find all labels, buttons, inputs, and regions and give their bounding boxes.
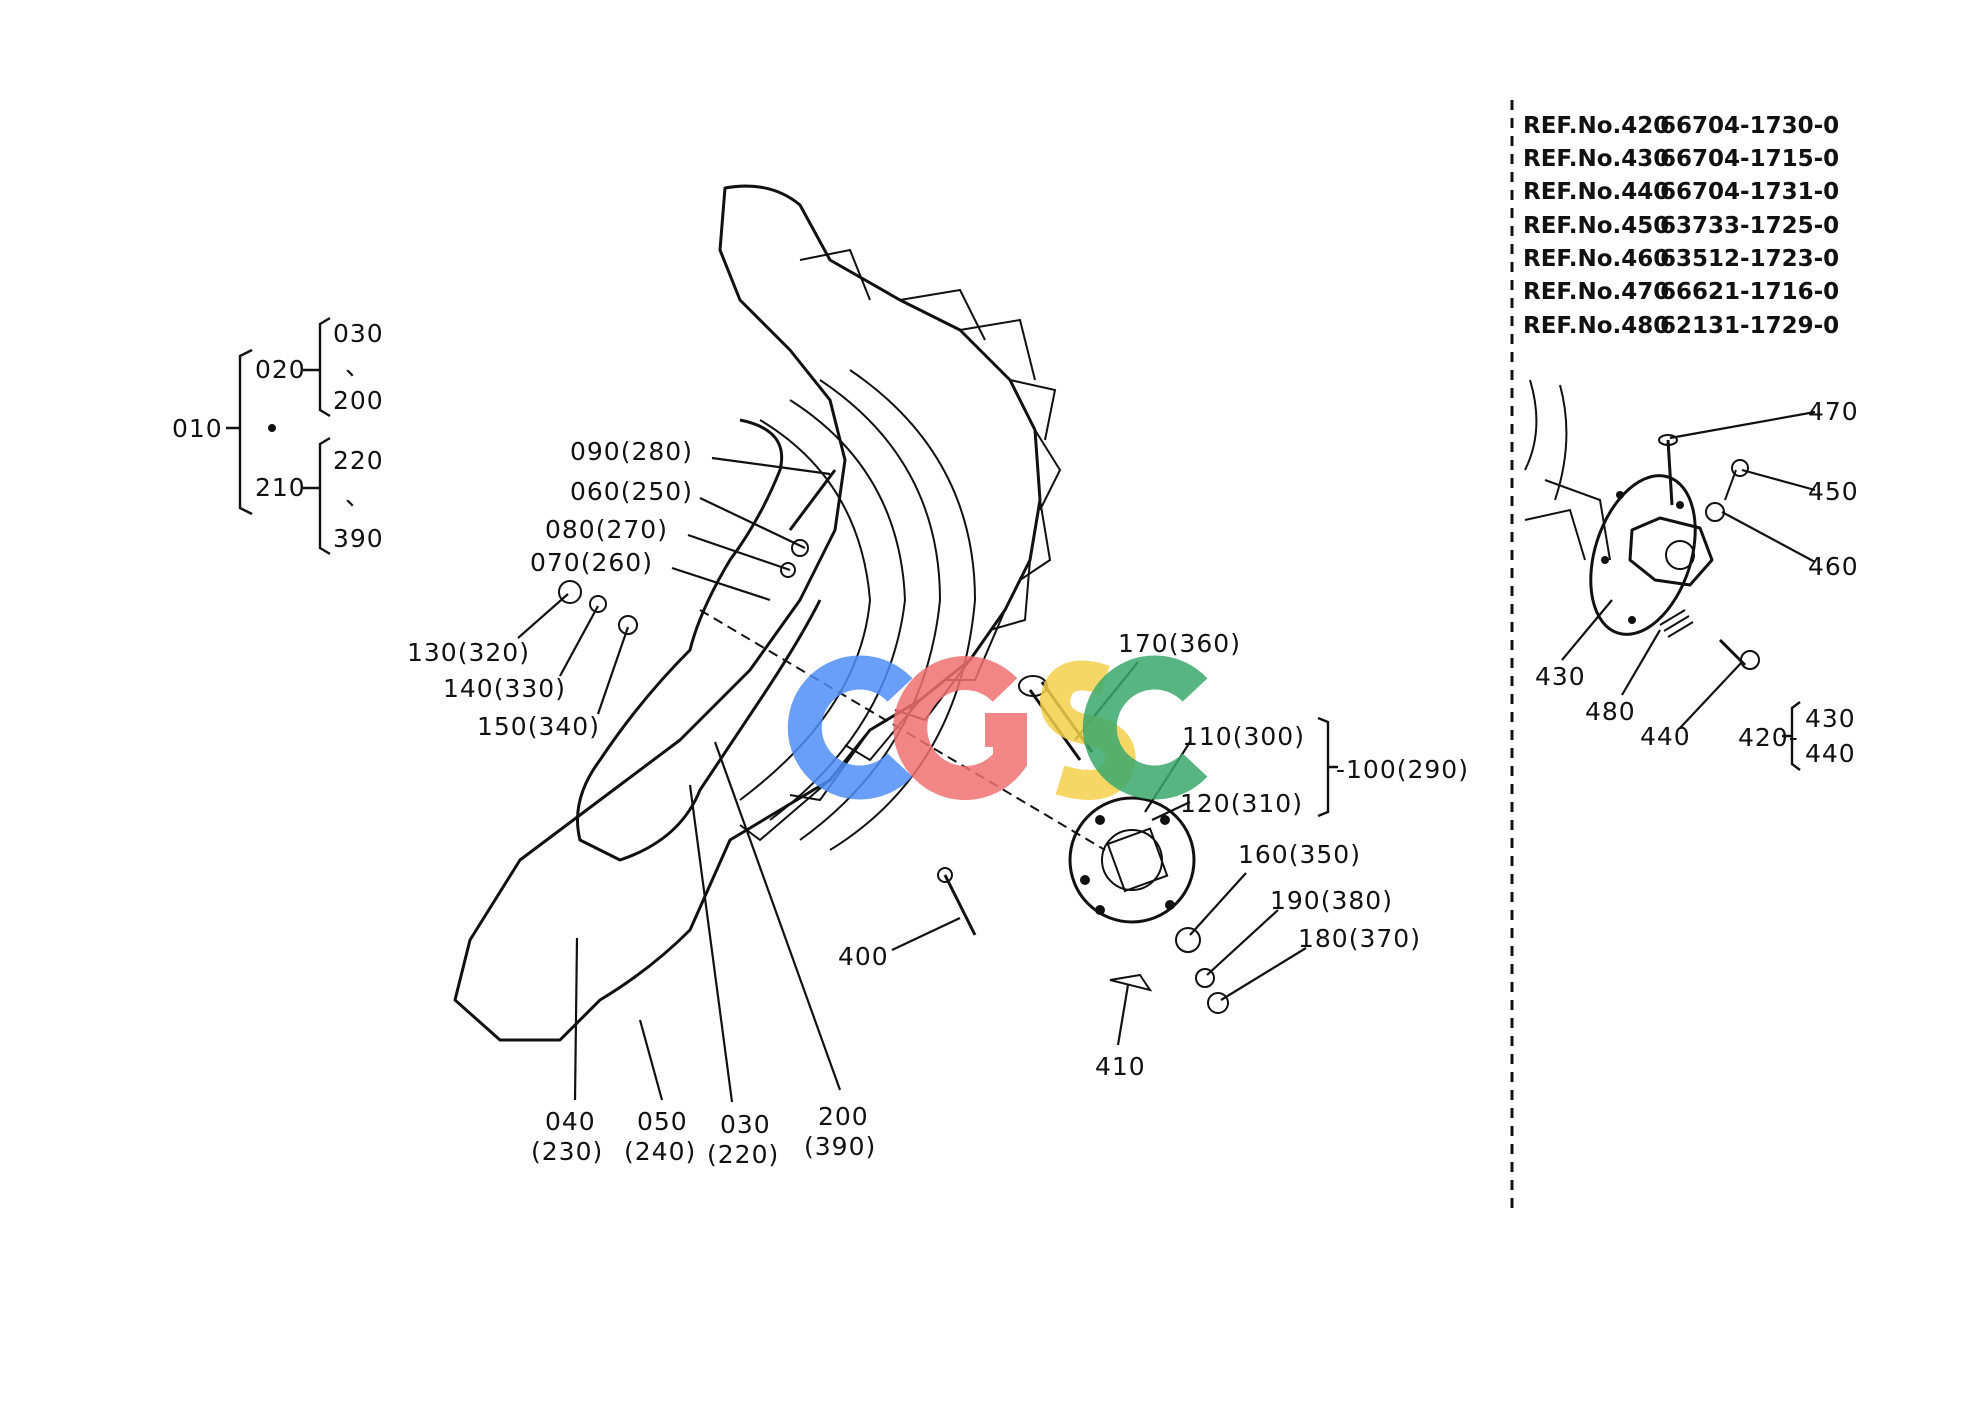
callout-200-alt: (390) <box>804 1132 876 1161</box>
callout-150: 150(340) <box>477 712 600 741</box>
callout-110: 110(300) <box>1182 722 1305 751</box>
callout-400: 400 <box>838 942 889 971</box>
ref-table: REF.No.420 66704-1730-0 REF.No.430 66704… <box>1523 113 1839 339</box>
callout-200: 200 <box>818 1102 869 1131</box>
callout-420: 420- <box>1738 723 1799 752</box>
callout-100: -100(290) <box>1336 755 1469 784</box>
tree-node-010: 010 <box>172 414 223 443</box>
tree-node-200: 200 <box>333 386 384 415</box>
part-number: 63512-1723-0 <box>1660 246 1839 272</box>
tree-dash: 、 <box>345 482 371 511</box>
callout-130: 130(320) <box>407 638 530 667</box>
callout-190: 190(380) <box>1270 886 1393 915</box>
callout-050: 050 <box>637 1107 688 1136</box>
leader-lines <box>517 456 1307 1103</box>
assembly-tree <box>226 316 331 556</box>
watermark-c2 <box>1082 655 1208 800</box>
callout-040-alt: (230) <box>531 1137 603 1166</box>
inset-labels: 470 450 460 430 480 440 420- 430 440 <box>1535 397 1859 768</box>
callout-440: 440 <box>1640 722 1691 751</box>
part-number: 66704-1731-0 <box>1660 179 1839 205</box>
wheel-assembly-drawing <box>453 184 1229 1042</box>
callout-labels: 090(280) 060(250) 080(270) 070(260) 130(… <box>407 437 1469 1169</box>
callout-140: 140(330) <box>443 674 566 703</box>
part-number: 62131-1729-0 <box>1660 313 1839 339</box>
part-number: 63733-1725-0 <box>1660 213 1839 239</box>
callout-410: 410 <box>1095 1052 1146 1081</box>
part-number: 66704-1715-0 <box>1660 146 1839 172</box>
watermark-c1 <box>787 655 913 800</box>
callout-160: 160(350) <box>1238 840 1361 869</box>
inset-panel <box>1510 100 1816 1210</box>
part-number: 66621-1716-0 <box>1660 279 1839 305</box>
tree-node-390: 390 <box>333 524 384 553</box>
watermark-logo <box>787 655 1208 800</box>
ref-number: REF.No.440 <box>1523 179 1669 205</box>
callout-030: 030 <box>720 1110 771 1139</box>
callout-040: 040 <box>545 1107 596 1136</box>
ref-number: REF.No.430 <box>1523 146 1669 172</box>
tree-dash: 、 <box>345 352 371 381</box>
tree-node-220: 220 <box>333 446 384 475</box>
watermark-g <box>893 656 1027 800</box>
bracket-100 <box>1317 716 1338 818</box>
ref-number: REF.No.420 <box>1523 113 1669 139</box>
tree-node-020: 020 <box>255 355 306 384</box>
callout-090: 090(280) <box>570 437 693 466</box>
part-number: 66704-1730-0 <box>1660 113 1839 139</box>
callout-430: 430 <box>1535 662 1586 691</box>
callout-470: 470 <box>1808 397 1859 426</box>
callout-060: 060(250) <box>570 477 693 506</box>
callout-070: 070(260) <box>530 548 653 577</box>
callout-420-430: 430 <box>1805 704 1856 733</box>
ref-number: REF.No.460 <box>1523 246 1669 272</box>
ref-number: REF.No.470 <box>1523 279 1669 305</box>
tree-node-210: 210 <box>255 473 306 502</box>
callout-460: 460 <box>1808 552 1859 581</box>
callout-120: 120(310) <box>1180 789 1303 818</box>
callout-180: 180(370) <box>1298 924 1421 953</box>
callout-450: 450 <box>1808 477 1859 506</box>
tree-labels: 010 020 030 、 200 210 220 、 390 <box>172 319 384 553</box>
tree-node-030: 030 <box>333 319 384 348</box>
ref-number: REF.No.480 <box>1523 313 1669 339</box>
callout-080: 080(270) <box>545 515 668 544</box>
callout-050-alt: (240) <box>624 1137 696 1166</box>
callout-480: 480 <box>1585 697 1636 726</box>
callout-170: 170(360) <box>1118 629 1241 658</box>
callout-030-alt: (220) <box>707 1140 779 1169</box>
ref-number: REF.No.450 <box>1523 213 1669 239</box>
callout-420-440: 440 <box>1805 739 1856 768</box>
